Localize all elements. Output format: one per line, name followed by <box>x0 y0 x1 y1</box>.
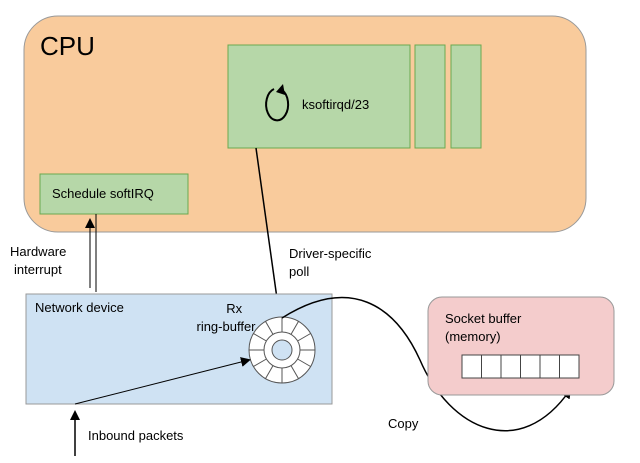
cpu-title: CPU <box>40 31 95 61</box>
ring-hub <box>271 339 293 361</box>
driver-poll-label: Driver-specific poll <box>289 246 375 279</box>
loop-icon <box>265 84 290 122</box>
socket-slot <box>559 354 580 379</box>
socket-slot <box>539 354 560 379</box>
network-device-title: Network device <box>35 300 124 315</box>
rx-ring-label: Rx ring-buffer <box>196 301 256 334</box>
copy-arrow <box>281 296 572 432</box>
ksoftirqd-label: ksoftirqd/23 <box>302 97 369 112</box>
ring-segment <box>297 358 311 367</box>
inbound-label: Inbound packets <box>88 428 184 443</box>
schedule-softirq-box <box>39 173 189 215</box>
socket-slot <box>461 354 482 379</box>
schedule-softirq-label: Schedule softIRQ <box>52 186 154 201</box>
socket-buffer-title: Socket buffer (memory) <box>445 311 525 344</box>
socket-slots <box>461 354 580 379</box>
ring-segment <box>253 358 267 367</box>
ring-segment <box>297 333 311 342</box>
ring-segment <box>265 321 274 335</box>
hw-interrupt-label: Hardware interrupt <box>10 244 70 277</box>
socket-slot <box>481 354 502 379</box>
ring-segment <box>253 333 267 342</box>
copy-label: Copy <box>388 416 419 431</box>
core-slot-2 <box>450 44 482 149</box>
ring-segment <box>290 365 299 379</box>
ring-segment <box>265 365 274 379</box>
core-slot-1 <box>414 44 446 149</box>
socket-slot <box>500 354 521 379</box>
poll-arrow <box>255 147 284 322</box>
ksoftirqd-box <box>227 44 411 149</box>
ring-buffer <box>248 316 316 384</box>
ring-segment <box>290 321 299 335</box>
socket-slot <box>520 354 541 379</box>
packet-path-arrow <box>74 357 251 405</box>
